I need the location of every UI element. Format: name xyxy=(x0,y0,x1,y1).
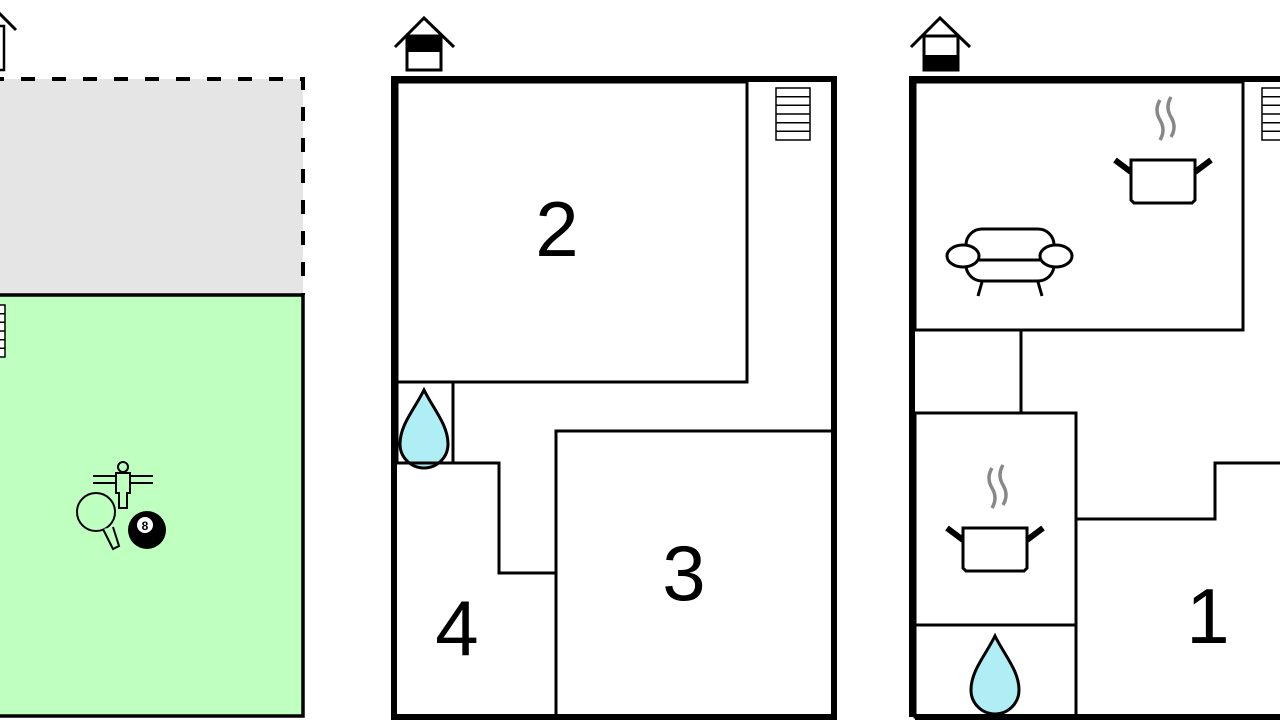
room-1 xyxy=(1076,461,1280,521)
ground-floor: 1 xyxy=(909,15,1280,720)
ball-number: 8 xyxy=(142,519,149,533)
sofa-icon xyxy=(945,227,1074,297)
room-3 xyxy=(554,429,831,717)
floor-indicator-icon xyxy=(393,15,456,72)
outer-wall xyxy=(391,76,837,720)
outer-wall xyxy=(909,76,1280,717)
room-number: 3 xyxy=(662,529,705,617)
room-number: 4 xyxy=(435,584,478,672)
living-kitchen xyxy=(913,80,1245,332)
game-symbols: 8 xyxy=(76,461,166,551)
stairs-icon xyxy=(775,87,811,141)
stairs-icon xyxy=(0,304,6,358)
room-2 xyxy=(395,80,749,384)
game-room xyxy=(0,293,305,718)
upper-floor: 2 3 4 xyxy=(391,15,837,720)
room-4 xyxy=(397,461,556,575)
unbuilt-area xyxy=(0,79,303,295)
kitchen xyxy=(913,411,1078,627)
bathroom xyxy=(913,623,1078,719)
water-drop-icon xyxy=(969,634,1021,716)
stairs-icon xyxy=(1261,87,1280,141)
foosball-icon xyxy=(93,461,153,509)
floor-indicator-icon xyxy=(909,15,972,72)
room-number: 1 xyxy=(1186,572,1229,660)
basement-floor: 8 xyxy=(0,11,305,718)
billiard-ball-icon: 8 xyxy=(128,511,166,549)
water-drop-icon xyxy=(398,388,450,470)
cooking-pot-icon xyxy=(1115,97,1211,203)
floor-indicator-icon xyxy=(0,11,18,72)
dashed-outline xyxy=(0,77,305,295)
table-tennis-paddle-icon xyxy=(76,492,121,551)
room-number: 2 xyxy=(535,185,578,273)
cooking-pot-icon xyxy=(947,465,1043,571)
